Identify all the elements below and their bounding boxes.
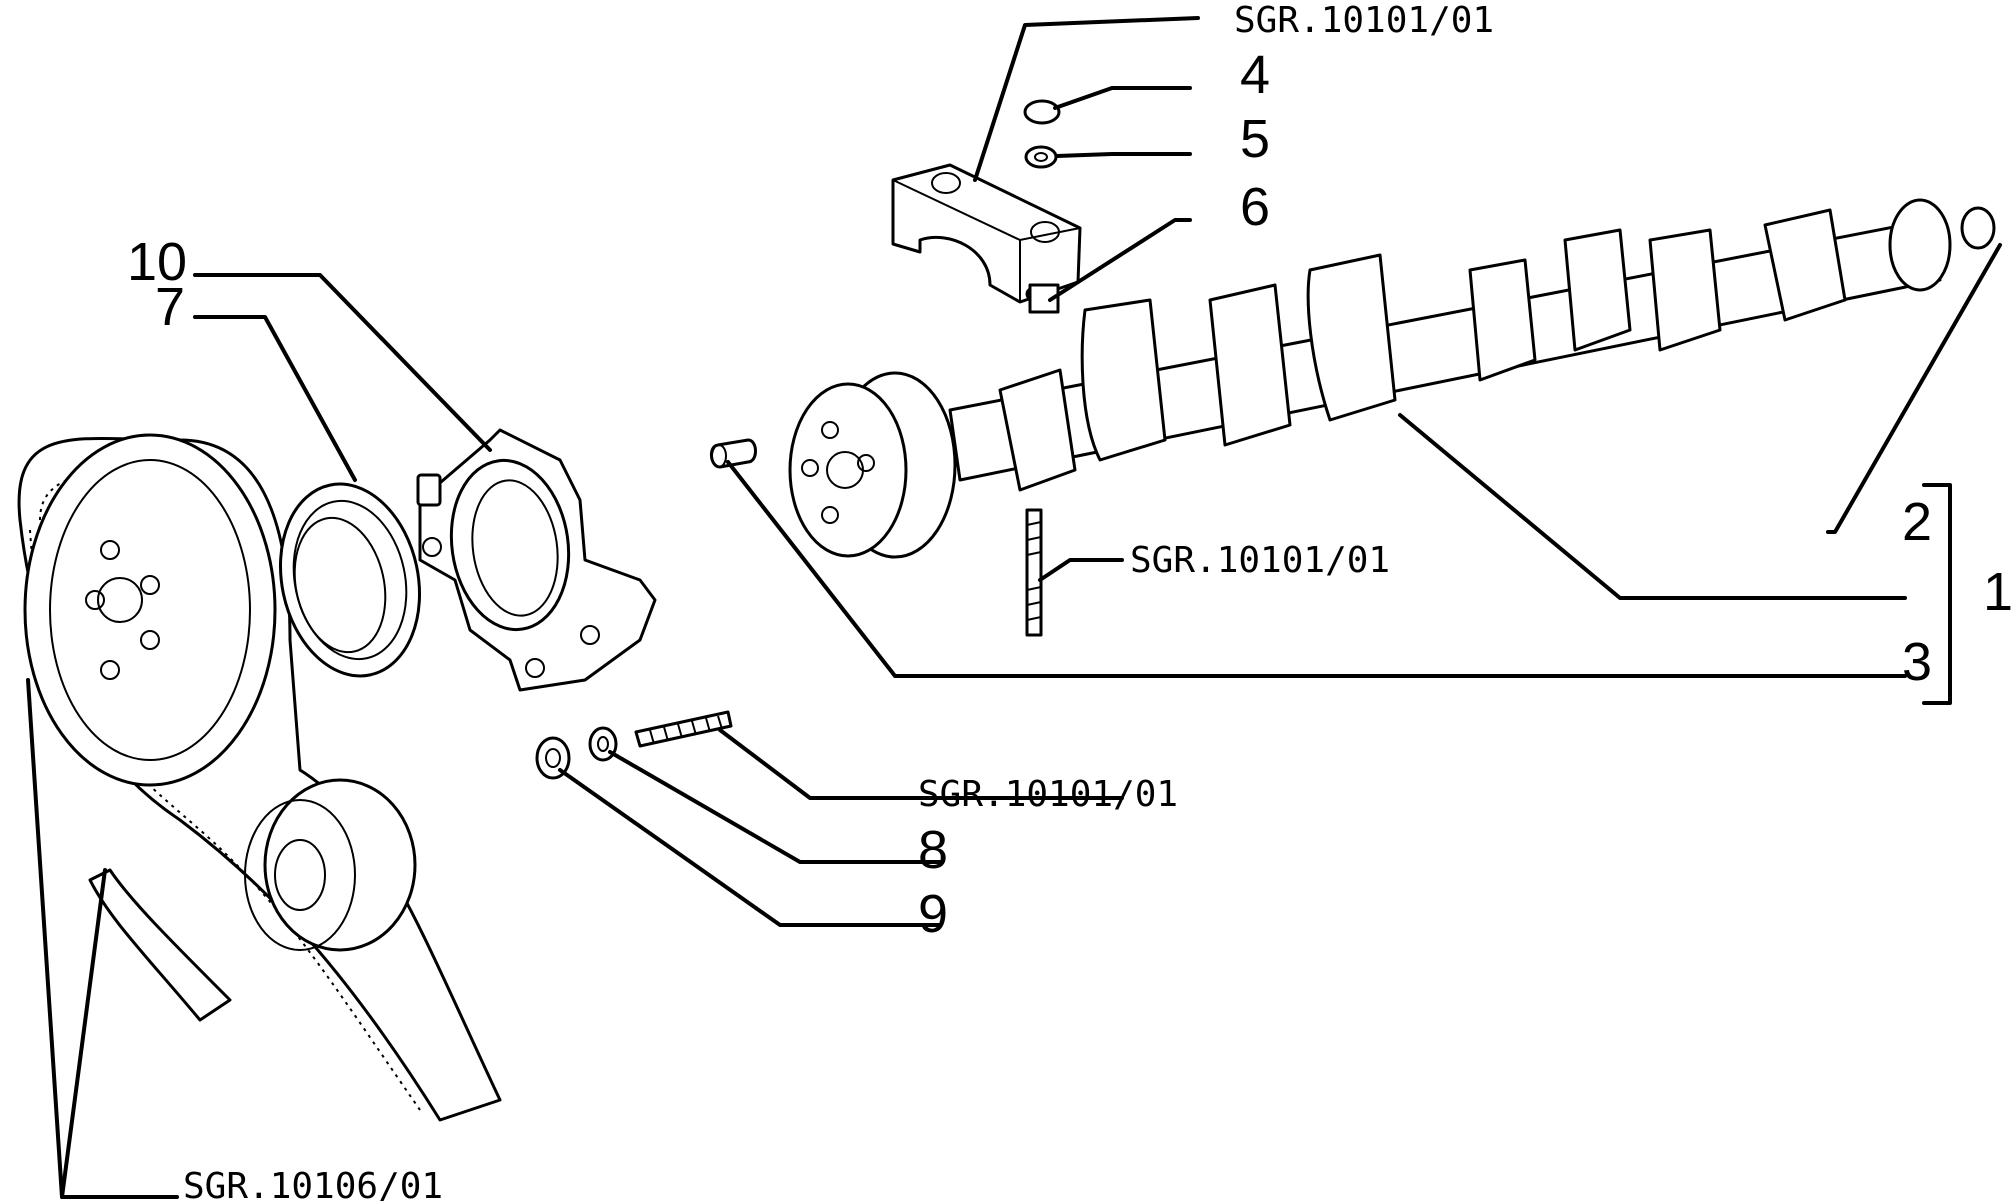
callout-7: 7 xyxy=(155,277,185,337)
reference-code-belt: SGR.10106/01 xyxy=(183,1166,443,1201)
seal-housing-10 xyxy=(416,428,657,692)
reference-codes: SGR.10101/01 SGR.10101/01 SGR.10101/01 S… xyxy=(183,0,1494,1201)
dowel-pin-3 xyxy=(710,438,757,469)
leader-lines xyxy=(26,16,2002,1199)
hardware-lower xyxy=(535,710,733,780)
oil-seal-7 xyxy=(278,482,422,678)
callout-10: 10 xyxy=(127,232,187,292)
callout-9: 9 xyxy=(918,884,948,944)
reference-code-cap: SGR.10101/01 xyxy=(1234,0,1494,41)
callout-6: 6 xyxy=(1240,177,1270,237)
bearing-cap xyxy=(891,99,1082,637)
timing-belt-assembly xyxy=(17,433,502,1122)
camshaft xyxy=(788,198,1996,559)
reference-code-stud-lower: SGR.10101/01 xyxy=(918,774,1178,815)
callout-2: 2 xyxy=(1902,492,1932,552)
callout-labels: 1 2 3 4 5 6 7 8 9 10 xyxy=(127,45,2013,944)
reference-code-stud-center: SGR.10101/01 xyxy=(1130,540,1390,581)
callout-8: 8 xyxy=(918,820,948,880)
callout-3: 3 xyxy=(1902,632,1932,692)
callout-1: 1 xyxy=(1983,562,2013,622)
callout-5: 5 xyxy=(1240,109,1270,169)
callout-4: 4 xyxy=(1240,45,1270,105)
